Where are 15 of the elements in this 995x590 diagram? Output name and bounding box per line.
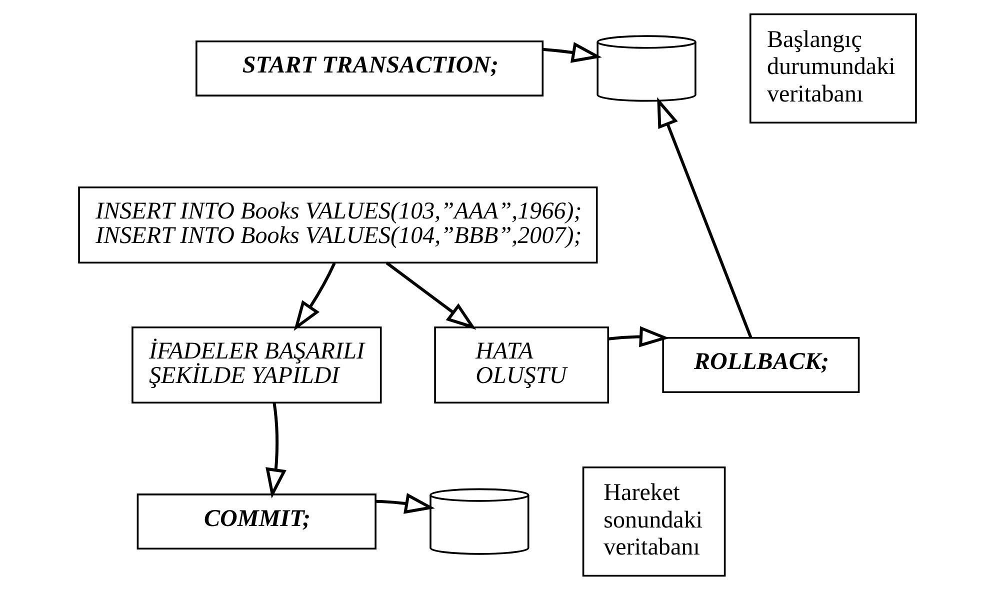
arrow [608, 326, 670, 348]
node-box: İFADELER BAŞARILI ŞEKİLDE YAPILDI [132, 326, 382, 404]
arrow [376, 493, 435, 514]
arrow [542, 42, 602, 63]
arrow [386, 262, 476, 330]
arrow [266, 402, 286, 499]
node-box: COMMIT; [136, 494, 376, 550]
node-box: START TRANSACTION; [196, 40, 544, 96]
arrow [657, 97, 752, 338]
node-box: Başlangıç durumundaki veritabanı [750, 13, 917, 124]
node-box: INSERT INTO Books VALUES(103,”AAA”,1966); INSERT INTO Books VALUES(104,”BBB”,2007); [78, 186, 598, 264]
node-box: HATA OLUŞTU [434, 326, 610, 404]
node-box: ROLLBACK; [662, 337, 860, 393]
arrow [294, 262, 336, 331]
node-box: Hareket sonundaki veritabanı [582, 466, 726, 577]
